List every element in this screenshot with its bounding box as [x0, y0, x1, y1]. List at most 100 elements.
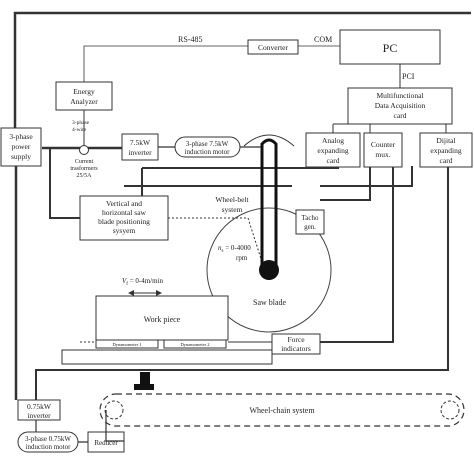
positioning-label-3: blade positioning — [98, 217, 150, 226]
power-supply-box — [0, 127, 42, 167]
blade-carriage — [140, 372, 150, 390]
rs485-line — [83, 45, 248, 82]
boxes — [0, 29, 473, 453]
wiring-label-2: 4-wire — [72, 127, 87, 133]
wheel-chain-belt — [99, 393, 465, 427]
chain-right-sprocket — [440, 400, 460, 420]
energy-analyzer-label-1: Energy — [73, 87, 95, 96]
motor-075-box — [17, 431, 79, 453]
force-indicators-box — [271, 333, 321, 355]
positioning-box — [79, 195, 169, 241]
labels: PC COM RS-485 Converter PCI Multifunctio… — [9, 35, 462, 451]
motor-075-label-2: induction motor — [26, 443, 72, 451]
positioning-label-1: Vertical and — [106, 199, 142, 208]
daq-card-label-3: card — [394, 111, 407, 120]
saw-blade-label: Saw blade — [253, 298, 287, 307]
rs485-label: RS-485 — [178, 35, 202, 44]
reducer-label: Reducer — [94, 439, 118, 447]
daq-card-label-1: Multifunctional — [376, 91, 423, 100]
positioning-dash-link — [168, 217, 263, 263]
daq-card-label-2: Data Acquisition — [375, 101, 426, 110]
chain-drive-link — [105, 410, 124, 442]
signal-line-4 — [320, 166, 371, 201]
current-transformer-label-1: Current — [75, 159, 94, 165]
force-indicators-label-1: Force — [287, 335, 305, 344]
motor-75-label-1: 3-phase 7.5kW — [186, 140, 229, 148]
force-indicators-label-2: indicators — [281, 344, 311, 353]
inverter-075-label-2: inverter — [27, 411, 51, 420]
counter-box — [363, 132, 403, 168]
pc-label: PC — [383, 41, 398, 55]
wheel-chain-system — [99, 393, 465, 442]
energy-analyzer-label-2: Analyzer — [70, 97, 98, 106]
inverter-075-label-1: 0.75kW — [27, 402, 52, 411]
analog-card-label-2: expanding — [317, 146, 348, 155]
feed-arrow-right-head — [156, 290, 162, 296]
current-transformer-label-2: trasformers — [70, 165, 98, 172]
signal-line-3 — [320, 166, 413, 187]
motor-75-box — [174, 136, 241, 158]
motor-075-label-1: 3-phase 0.75kW — [25, 435, 71, 443]
work-piece-table — [95, 295, 229, 341]
tacho-label-1: Tacho — [301, 214, 319, 222]
inverter-075-box — [17, 399, 61, 421]
dijital-card-label-1: Dijital — [436, 136, 455, 145]
inverter-75-label-1: 7.5kW — [130, 138, 151, 147]
power-supply-label-2: power — [12, 142, 31, 151]
wheel-belt-loop — [260, 138, 278, 279]
feed-symbol: V — [122, 277, 127, 285]
chain-left-sprocket — [104, 400, 124, 420]
feed-arrow-left-head — [128, 290, 134, 296]
saw-machine — [61, 134, 332, 390]
inverter-75-label-2: inverter — [128, 148, 152, 157]
dijital-card-label-3: card — [440, 156, 453, 165]
power-supply-label-1: 3-phase — [9, 132, 33, 141]
analog-card-label-3: card — [327, 156, 340, 165]
current-transformer-ring — [79, 145, 89, 155]
wheel-belt-arc — [243, 134, 295, 147]
feed-range: = 0-4m/min — [128, 277, 164, 285]
feed-symbol-subscript: f — [126, 282, 128, 287]
tacho-label-2: gen. — [304, 223, 316, 231]
daq-bus — [332, 123, 447, 133]
inverter-75-box — [121, 133, 159, 161]
small-motor-link — [35, 420, 88, 443]
com-label: COM — [314, 35, 332, 44]
rpm-label-1: ns = 0-4000 — [218, 244, 251, 254]
rpm-symbol: n — [218, 244, 222, 252]
daq-card-box — [347, 87, 453, 125]
pc-box — [339, 29, 441, 65]
converter-label: Converter — [258, 43, 288, 52]
supply-positioning-link — [49, 149, 80, 219]
power-supply-label-3: supply — [11, 152, 31, 161]
rpm-label-2: rpm — [236, 254, 248, 262]
rpm-range: = 0-4000 — [223, 244, 251, 252]
dynamometer-1-box — [95, 339, 159, 349]
tacho-box — [295, 209, 325, 235]
work-piece-label: Work piece — [144, 315, 181, 324]
wheel-belt-label-1: Wheel-belt — [215, 195, 249, 204]
dynamometer-2-box — [163, 339, 227, 349]
dynamometer-2-label: Dynamometer 2 — [180, 342, 209, 347]
pc-power-line — [13, 11, 471, 132]
rpm-symbol-subscript: s — [222, 249, 224, 254]
dijital-card-box — [419, 132, 473, 168]
work-piece-base — [61, 349, 273, 365]
current-transformer-label-3: 25/5A — [77, 173, 93, 179]
dijital-card-label-2: expanding — [430, 146, 461, 155]
blade-carriage-arm — [134, 384, 154, 390]
analog-card-label-1: Analog — [322, 136, 344, 145]
saw-blade-circle — [206, 207, 332, 333]
signal-line-5 — [320, 166, 394, 343]
analog-card-box — [305, 132, 361, 168]
positioning-label-4: sysyem — [113, 226, 136, 235]
energy-analyzer-box — [55, 81, 113, 111]
positioning-label-2: horizontal saw — [102, 208, 147, 217]
feed-label: Vf = 0-4m/min — [122, 277, 164, 287]
motor-75-label-2: induction motor — [185, 148, 231, 156]
wheel-chain-label: Wheel-chain system — [249, 406, 315, 415]
signal-line-6 — [35, 166, 449, 404]
wiring-label-1: 3-phase — [72, 120, 90, 126]
pci-label: PCI — [402, 72, 415, 81]
